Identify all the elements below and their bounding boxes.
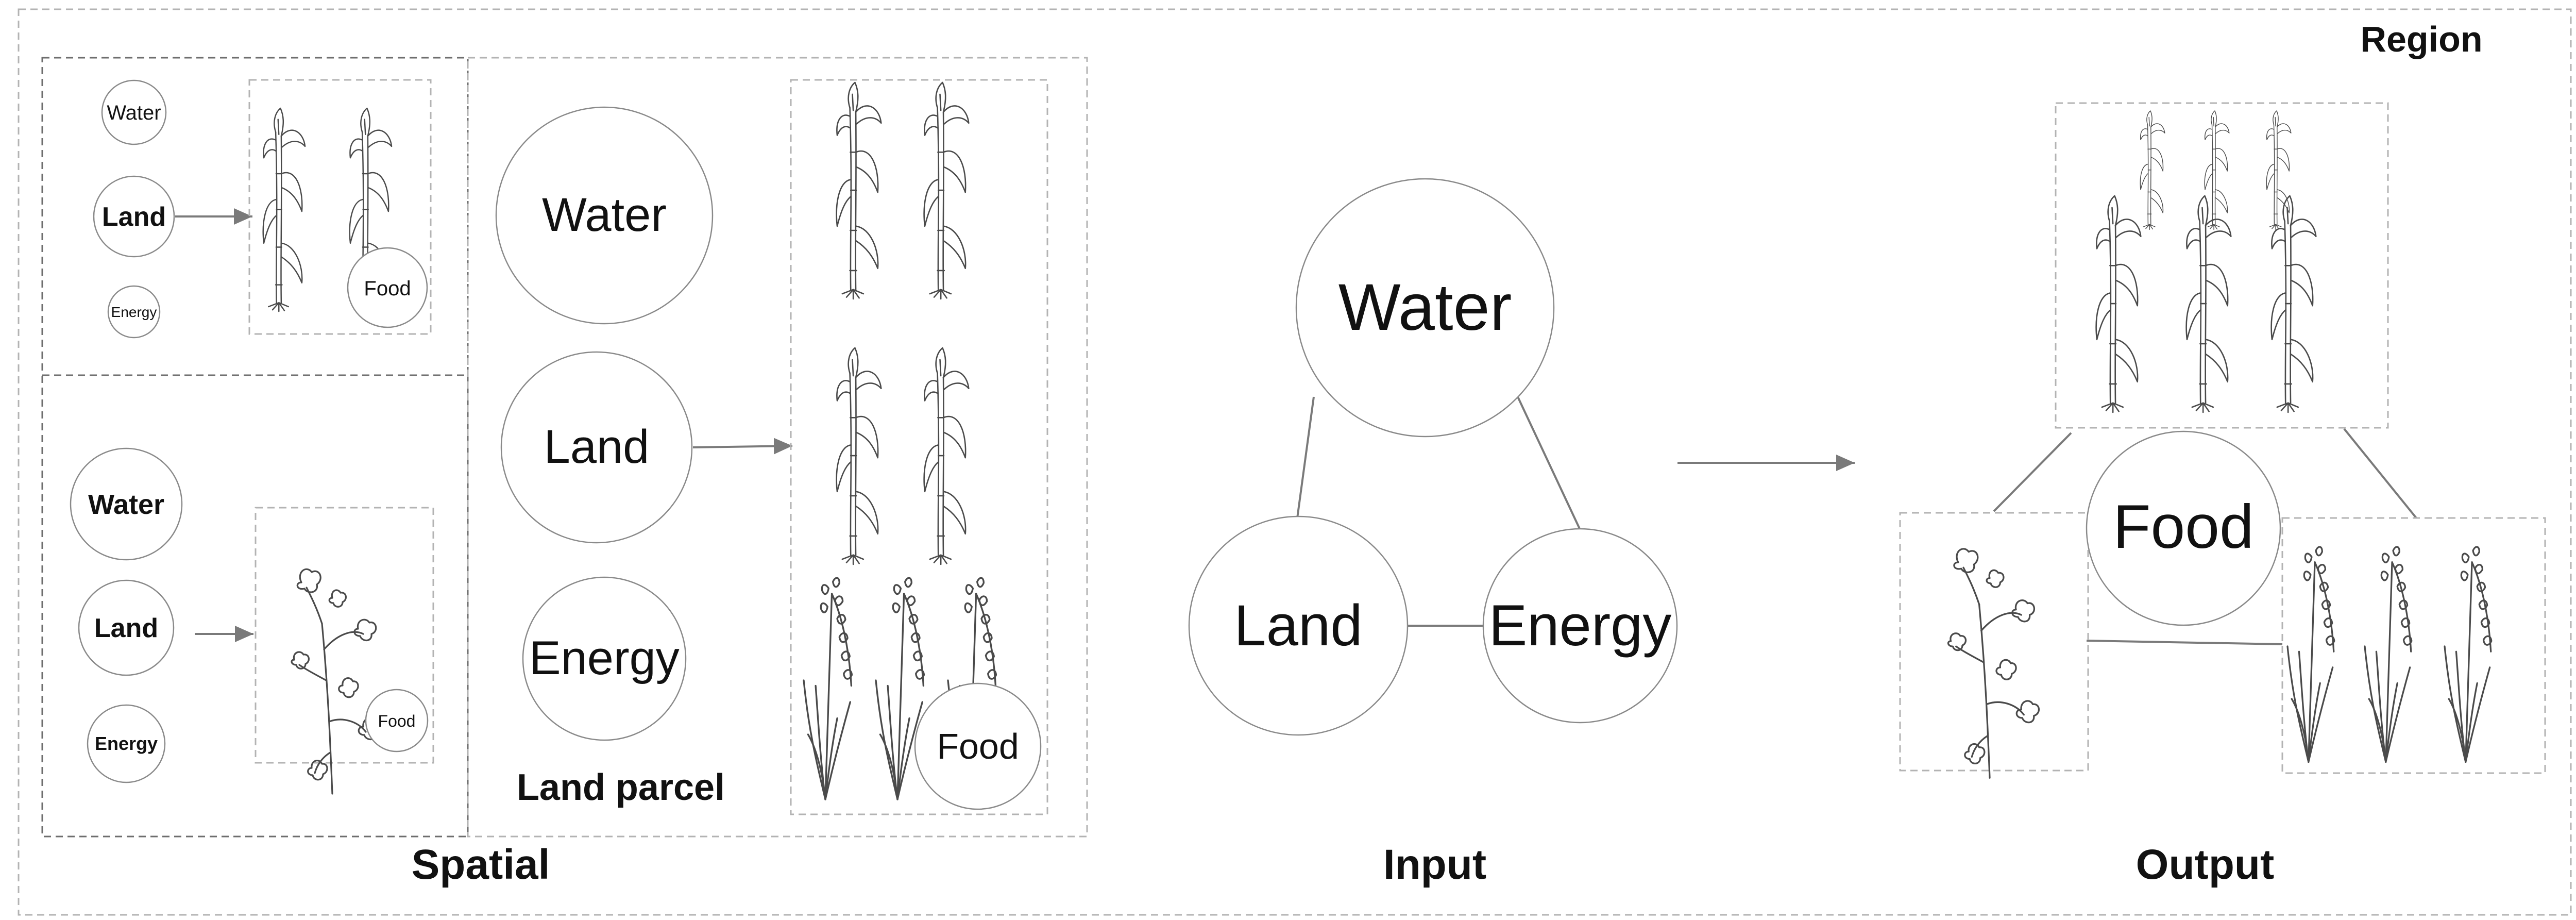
rice-image-frame — [2281, 517, 2546, 774]
maize-plant-icon — [262, 107, 306, 312]
energy-label: Energy — [529, 632, 680, 684]
food-circle — [914, 682, 1042, 810]
food-label: Food — [364, 277, 411, 300]
rice-plant-icon — [2444, 546, 2493, 763]
land-circle — [500, 351, 693, 544]
food-label: Food — [2113, 492, 2254, 561]
food-circle — [347, 247, 428, 328]
land-parcel-frame — [467, 57, 1088, 838]
land-circle — [93, 175, 175, 258]
food-circle — [2086, 430, 2281, 626]
cotton-plant-icon — [291, 568, 382, 795]
maize-image-frame — [248, 79, 432, 335]
maize-plant-icon — [923, 81, 970, 300]
land-label: Land — [544, 421, 650, 473]
food-maize-link — [1993, 432, 2072, 512]
maize-plant-icon — [836, 347, 882, 565]
water-circle — [70, 447, 183, 561]
rice-plant-icon — [2364, 546, 2413, 763]
input-label: Input — [1383, 841, 1486, 888]
land-to-food-arrow — [692, 438, 793, 455]
rice-plant-icon — [875, 577, 925, 800]
crop-image-frame — [790, 79, 1048, 815]
food-circle — [365, 689, 429, 752]
energy-circle — [107, 285, 161, 339]
food-label: Food — [937, 726, 1019, 766]
energy-circle — [87, 704, 166, 783]
region-frame — [18, 8, 2572, 916]
water-label: Water — [1338, 271, 1512, 344]
input-nexus: Water Land Energy — [1188, 178, 1678, 736]
food-label: Food — [378, 712, 416, 730]
maize-plant-icon — [2270, 195, 2317, 413]
water-label: Water — [542, 189, 667, 241]
land-circle — [1188, 515, 1409, 736]
maize-plant-icon — [2140, 110, 2165, 230]
spatial-bottom-parcel-frame — [41, 374, 469, 838]
maize-plant-icon — [923, 347, 970, 565]
cotton-image-frame — [255, 507, 434, 764]
maize-plant-icon — [2185, 195, 2232, 413]
output-label: Output — [2136, 841, 2275, 888]
energy-label: Energy — [111, 304, 157, 320]
land-label: Land — [1234, 593, 1362, 658]
energy-circle — [522, 576, 687, 741]
food-maize-link-right — [2343, 428, 2417, 519]
water-circle — [1295, 178, 1555, 438]
region-label: Region — [2360, 19, 2482, 59]
land-parcel: Water Land Energy Food — [495, 79, 1048, 815]
energy-circle — [1482, 528, 1678, 724]
rice-plant-icon — [2286, 546, 2335, 763]
spatial-top-parcel: Water Land Energy Food — [93, 79, 432, 339]
cotton-image-frame — [1899, 512, 2089, 772]
water-land-link — [1296, 396, 1315, 518]
output-food: Food — [1899, 102, 2546, 779]
maize-image-frame — [2055, 102, 2389, 429]
maize-plant-icon — [2095, 195, 2142, 413]
land-circle — [78, 579, 175, 676]
water-circle — [495, 106, 714, 325]
land-parcel-label: Land parcel — [517, 767, 725, 808]
energy-label: Energy — [95, 733, 158, 754]
water-label: Water — [107, 102, 161, 124]
maize-plant-icon — [836, 81, 882, 300]
water-energy-link — [1517, 396, 1582, 531]
energy-label: Energy — [1489, 593, 1672, 658]
rice-plant-icon — [803, 577, 853, 800]
land-label: Land — [94, 613, 158, 643]
spatial-label: Spatial — [412, 841, 550, 888]
cotton-plant-icon — [1947, 548, 2040, 779]
land-label: Land — [102, 202, 166, 232]
cotton-rice-link — [2086, 640, 2283, 645]
spatial-bottom-parcel: Water Land Energy Food — [70, 447, 434, 795]
water-label: Water — [88, 489, 164, 520]
water-circle — [101, 79, 167, 145]
